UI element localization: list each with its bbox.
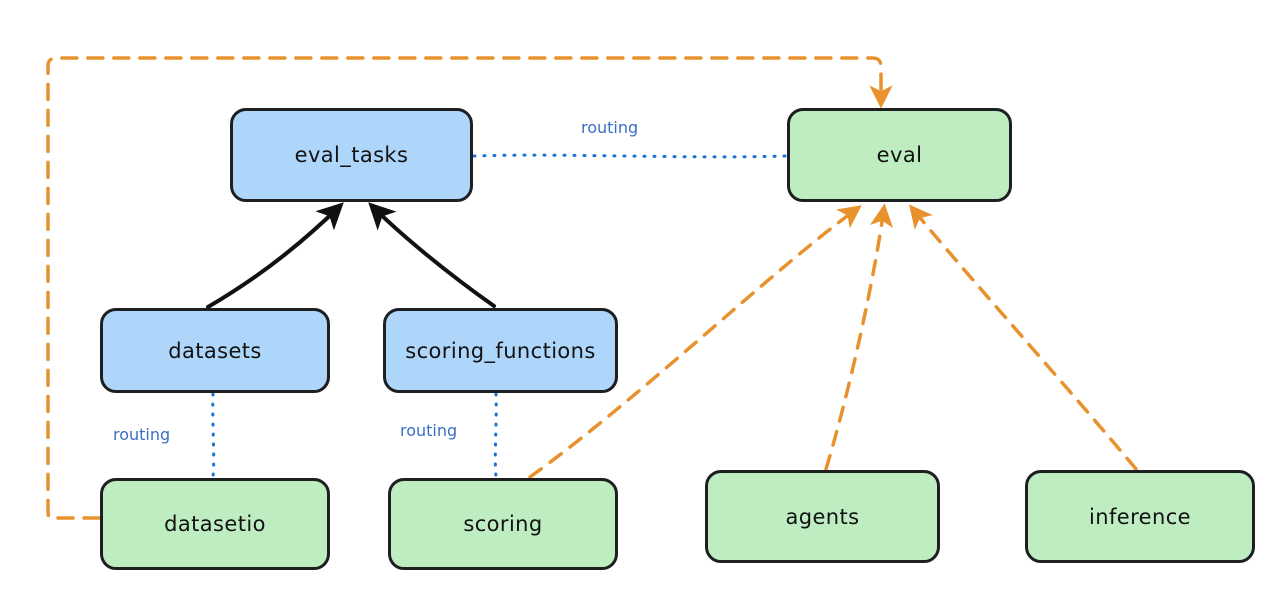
edge-scoring-to-eval	[528, 205, 862, 479]
node-label-agents: agents	[785, 504, 860, 529]
node-inference[interactable]: inference	[1025, 470, 1255, 563]
edge-scoring-functions-to-eval-tasks	[368, 202, 496, 308]
node-datasets[interactable]: datasets	[100, 308, 330, 393]
edge-datasets-to-eval-tasks	[206, 202, 344, 309]
node-label-scoring-functions: scoring_functions	[405, 338, 596, 363]
edge-label-routing-eval: routing	[578, 118, 642, 137]
edge-agents-to-eval	[824, 203, 894, 471]
node-agents[interactable]: agents	[705, 470, 940, 563]
node-label-inference: inference	[1089, 504, 1191, 529]
edge-label-routing-scoring: routing	[397, 421, 461, 440]
node-eval-tasks[interactable]: eval_tasks	[230, 108, 473, 202]
node-label-datasets: datasets	[168, 338, 262, 363]
node-scoring-functions[interactable]: scoring_functions	[383, 308, 618, 393]
edge-datasets-to-datasetio	[211, 392, 216, 479]
edge-datasetio-to-eval	[46, 56, 893, 520]
edge-scoring-functions-to-scoring	[493, 392, 498, 479]
node-datasetio[interactable]: datasetio	[100, 478, 330, 570]
edge-inference-to-eval	[909, 204, 1138, 471]
node-label-datasetio: datasetio	[164, 512, 266, 536]
node-label-eval: eval	[876, 143, 923, 167]
node-label-scoring: scoring	[463, 512, 543, 536]
node-eval[interactable]: eval	[787, 108, 1012, 202]
edge-eval-tasks-to-eval	[472, 153, 788, 159]
node-label-eval-tasks: eval_tasks	[294, 143, 409, 167]
edge-label-routing-datasetio: routing	[110, 425, 174, 444]
node-scoring[interactable]: scoring	[388, 478, 618, 570]
